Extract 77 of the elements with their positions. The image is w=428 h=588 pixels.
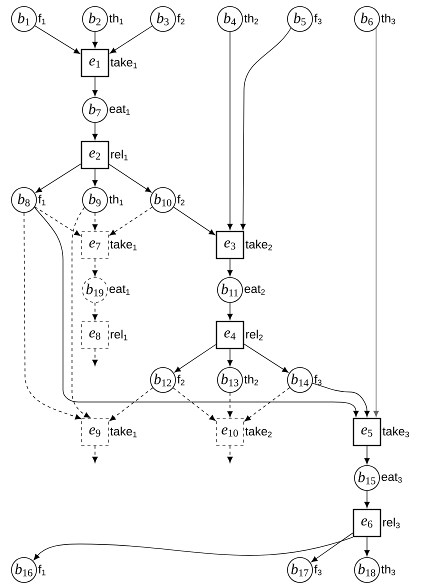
arrow: [36, 164, 82, 193]
arrow: [34, 536, 354, 560]
arrow: [172, 388, 216, 421]
arrow: [227, 258, 233, 276]
arrow: [92, 348, 98, 366]
arrow: [109, 387, 154, 422]
arrow: [92, 168, 98, 186]
node-label: th$_{2}$: [244, 374, 258, 386]
arrow: [174, 344, 216, 372]
arrow: [92, 302, 98, 320]
arrow: [34, 25, 80, 54]
arrow: [227, 445, 233, 463]
node-label: rel$_{2}$: [246, 330, 263, 340]
arrow: [373, 28, 379, 417]
arrow: [240, 28, 292, 230]
arrow: [227, 32, 233, 230]
arrow: [92, 445, 98, 463]
node-label: take$_{3}$: [382, 426, 410, 438]
arrow: [311, 532, 354, 562]
node-label: take$_{1}$: [110, 426, 137, 438]
arrow: [227, 302, 233, 320]
event-box: e$_{1}$: [80, 48, 110, 78]
node-label: f$_{3}$: [314, 564, 322, 576]
node-label: th$_{3}$: [381, 14, 396, 24]
arrow: [92, 122, 98, 140]
arrow: [227, 392, 233, 418]
node-label: rel$_{1}$: [111, 150, 128, 160]
event-box: e$_{4}$: [216, 320, 244, 350]
event-box: e$_{3}$: [216, 230, 244, 260]
node-label: eat$_{3}$: [382, 473, 402, 483]
arrow: [244, 344, 288, 373]
arrow: [34, 207, 359, 417]
node-label: f$_{1}$: [38, 14, 46, 24]
node-label: take$_{2}$: [245, 426, 272, 438]
event-box: e$_{9}$: [81, 418, 109, 446]
arrow: [110, 206, 153, 236]
node-label: rel$_{3}$: [383, 518, 400, 528]
arrow: [364, 536, 370, 556]
node-label: th$_{1}$: [109, 14, 124, 24]
arrow: [92, 212, 98, 230]
event-box: e$_{6}$: [352, 508, 382, 538]
node-label: th$_{2}$: [244, 14, 258, 24]
node-label: take$_{1}$: [110, 58, 137, 68]
arrow: [92, 32, 98, 48]
arrow: [227, 348, 233, 366]
node-label: take$_{1}$: [110, 240, 137, 250]
event-box: e$_{7}$: [81, 231, 109, 259]
arrow: [108, 164, 152, 193]
event-box: e$_{5}$: [352, 418, 382, 446]
node-label: th$_{3}$: [381, 564, 396, 576]
arrow: [92, 76, 98, 96]
arrow: [72, 207, 90, 418]
arrow: [110, 26, 153, 54]
node-label: rel$_{1}$: [110, 330, 128, 340]
node-label: f$_{1}$: [38, 194, 46, 206]
node-label: f$_{2}$: [177, 194, 184, 206]
node-label: f$_{1}$: [38, 564, 46, 576]
arrow: [364, 490, 370, 508]
arrow: [244, 387, 290, 422]
node-label: eat$_{1}$: [110, 105, 130, 115]
arrow: [24, 212, 82, 420]
event-box: e$_{8}$: [81, 321, 109, 349]
arrow: [364, 446, 370, 464]
arrow: [34, 206, 80, 236]
node-label: f$_{3}$: [314, 14, 322, 24]
event-box: e$_{2}$: [80, 140, 110, 170]
node-label: take$_{2}$: [246, 240, 272, 250]
arrow: [92, 258, 98, 276]
node-label: f$_{2}$: [177, 14, 184, 24]
node-label: f$_{3}$: [314, 374, 322, 386]
node-label: eat$_{2}$: [244, 285, 265, 295]
arrow: [173, 206, 216, 236]
node-label: f$_{2}$: [177, 374, 184, 386]
arrow: [312, 382, 370, 417]
event-box: e$_{10}$: [216, 418, 244, 446]
node-label: eat$_{1}$: [110, 285, 130, 295]
node-label: th$_{1}$: [109, 194, 124, 206]
